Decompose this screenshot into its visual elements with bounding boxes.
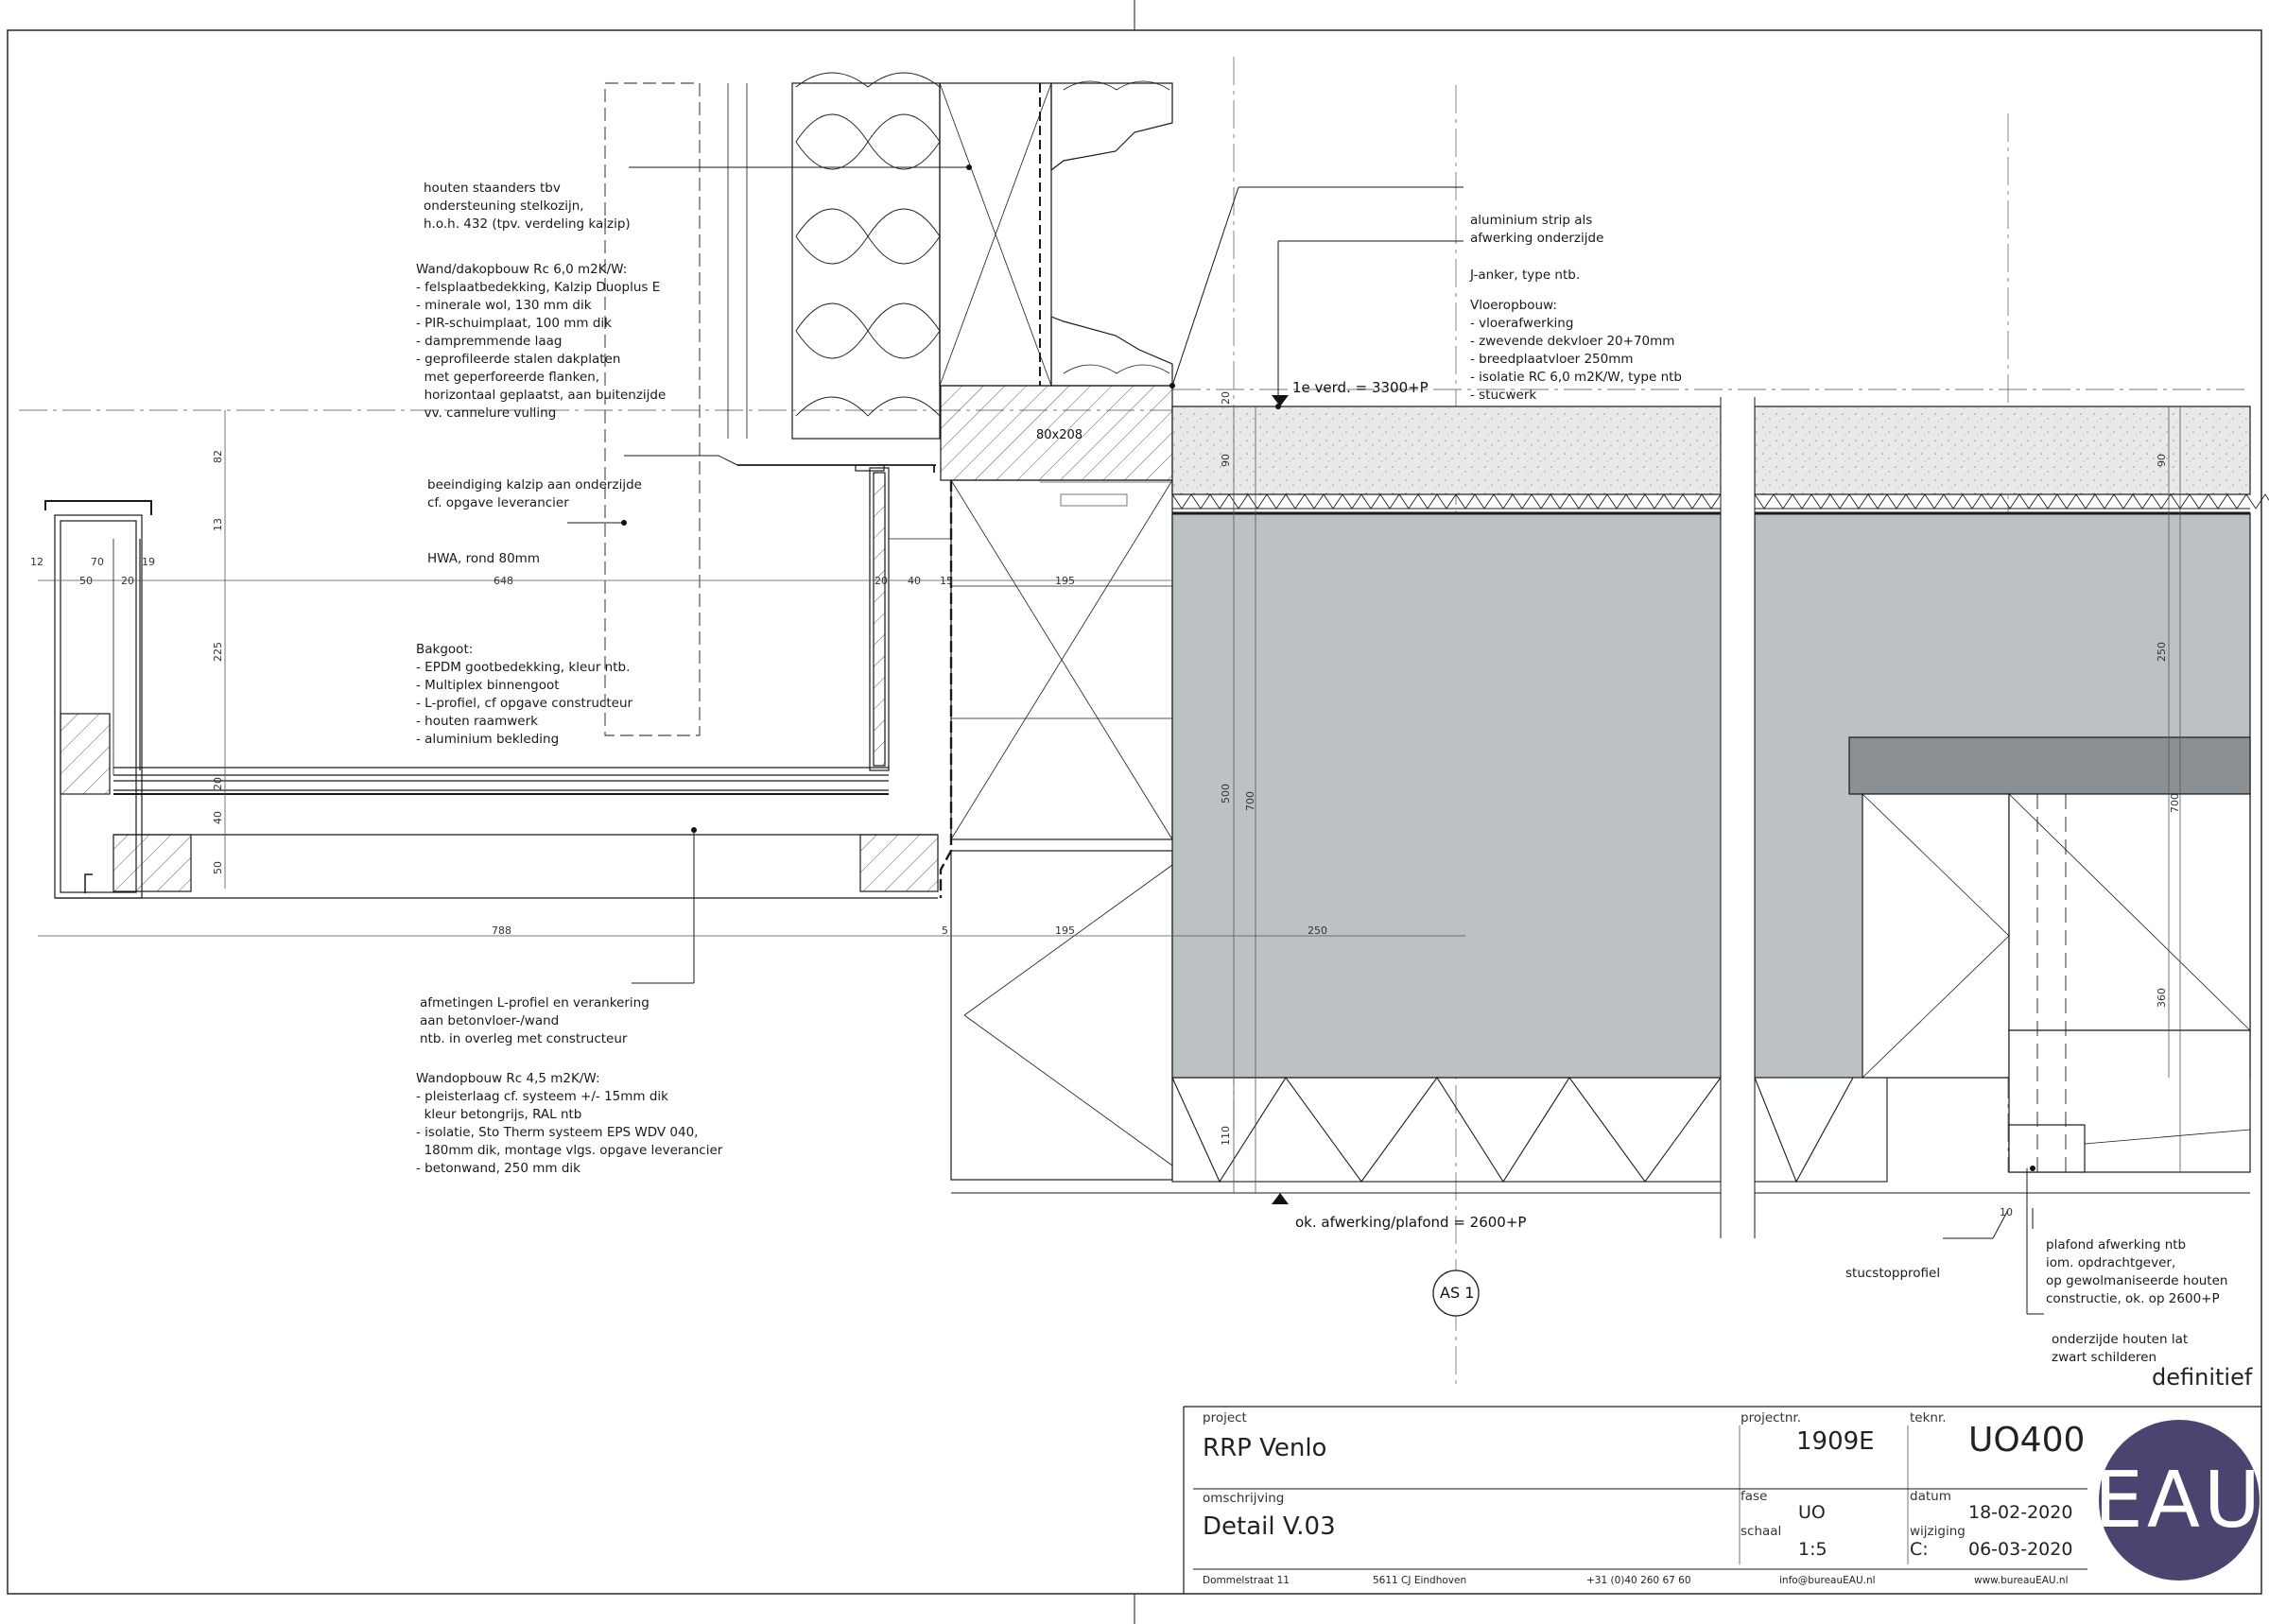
dim-250b: 250 — [2156, 642, 2168, 662]
note-hwa: HWA, rond 80mm — [427, 551, 540, 566]
beam-label: 80x208 — [1036, 428, 1083, 442]
level-markers — [1272, 395, 1289, 1204]
schaal-label: schaal — [1741, 1524, 1782, 1539]
note-stucstop: stucstopprofiel — [1845, 1266, 1941, 1281]
email: info@bureauEAU.nl — [1779, 1575, 1876, 1586]
box-gutter — [44, 464, 951, 899]
dim-12: 12 — [30, 556, 43, 568]
sheet-frame — [7, 0, 2262, 1624]
leader-dots — [621, 164, 2035, 1171]
omschrijving-value: Detail V.03 — [1203, 1512, 1336, 1541]
dim-648: 648 — [494, 575, 513, 587]
wijziging-date: 06-03-2020 — [1968, 1539, 2073, 1560]
dim-90b: 90 — [2156, 454, 2168, 467]
logo-text: EAU — [2099, 1455, 2260, 1546]
dim-225: 225 — [212, 642, 224, 662]
dim-788: 788 — [492, 924, 511, 937]
dim-90: 90 — [1220, 454, 1232, 467]
dim-10: 10 — [2000, 1206, 2013, 1218]
dim-20b: 20 — [875, 575, 888, 587]
note-janker: J-anker, type ntb. — [1470, 268, 1581, 283]
teknr-value: UO400 — [1968, 1421, 2086, 1460]
website: www.bureauEAU.nl — [1974, 1575, 2069, 1586]
break-lines — [1720, 397, 1756, 1248]
leader-lines — [567, 166, 2044, 1315]
dim-700b: 700 — [2169, 793, 2181, 813]
projectnr-label: projectnr. — [1741, 1410, 1802, 1425]
dim-15: 15 — [940, 575, 953, 587]
dim-110: 110 — [1220, 1126, 1232, 1146]
dim-40: 40 — [908, 575, 921, 587]
datum-label: datum — [1910, 1489, 1951, 1504]
ceiling-construction — [1848, 736, 2251, 1173]
dim-70: 70 — [91, 556, 104, 568]
dim-13: 13 — [212, 518, 224, 531]
wijziging-code: C: — [1910, 1539, 1929, 1560]
datum-value: 18-02-2020 — [1968, 1502, 2073, 1523]
teknr-label: teknr. — [1910, 1410, 1947, 1425]
timber-frame — [939, 385, 1173, 1181]
ceiling-insulation — [951, 1077, 2250, 1194]
note-vloer: Vloeropbouw:- vloerafwerking- zwevende d… — [1470, 298, 1682, 403]
dim-195b: 195 — [1055, 924, 1075, 937]
eau-logo: EAU — [2099, 1420, 2260, 1581]
dim-5: 5 — [942, 924, 948, 937]
bottom-level-label: ok. afwerking/plafond = 2600+P — [1295, 1214, 1527, 1231]
note-bakgoot: Bakgoot:- EPDM gootbedekking, kleur ntb.… — [416, 642, 633, 747]
dim-40b: 40 — [212, 811, 224, 824]
dim-195: 195 — [1055, 575, 1075, 587]
address: Dommelstraat 11 — [1203, 1575, 1290, 1586]
note-wand-dak: Wand/dakopbouw Rc 6,0 m2K/W:- felsplaatb… — [416, 262, 667, 421]
title-block-frame — [1183, 1406, 2261, 1594]
dim-20c: 20 — [212, 777, 224, 790]
dim-20: 20 — [121, 575, 134, 587]
axis-marker — [1432, 1270, 1480, 1317]
axis-label: AS 1 — [1440, 1284, 1475, 1302]
fase-value: UO — [1798, 1502, 1826, 1523]
dim-82: 82 — [212, 450, 224, 463]
note-wandopbouw: Wandopbouw Rc 4,5 m2K/W:- pleisterlaag c… — [416, 1071, 723, 1176]
dimension-lines — [38, 406, 2181, 1193]
schaal-value: 1:5 — [1798, 1539, 1827, 1560]
dim-250: 250 — [1308, 924, 1327, 937]
dim-700: 700 — [1244, 791, 1256, 811]
fase-label: fase — [1741, 1489, 1768, 1504]
dim-360: 360 — [2156, 988, 2168, 1008]
dim-50b: 50 — [212, 861, 224, 874]
dim-19: 19 — [142, 556, 155, 568]
dim-20d: 20 — [1220, 391, 1232, 405]
postcode: 5611 CJ Eindhoven — [1373, 1575, 1467, 1586]
drawing-status: definitief — [2152, 1364, 2253, 1391]
project-name: RRP Venlo — [1203, 1434, 1327, 1462]
dim-50: 50 — [79, 575, 93, 587]
omschrijving-label: omschrijving — [1203, 1491, 1285, 1506]
phone: +31 (0)40 260 67 60 — [1586, 1575, 1691, 1586]
dim-500: 500 — [1220, 784, 1232, 803]
projectnr-value: 1909E — [1796, 1427, 1875, 1456]
wijziging-label: wijziging — [1910, 1524, 1966, 1539]
project-label: project — [1203, 1410, 1247, 1425]
top-level-label: 1e verd. = 3300+P — [1292, 379, 1429, 396]
